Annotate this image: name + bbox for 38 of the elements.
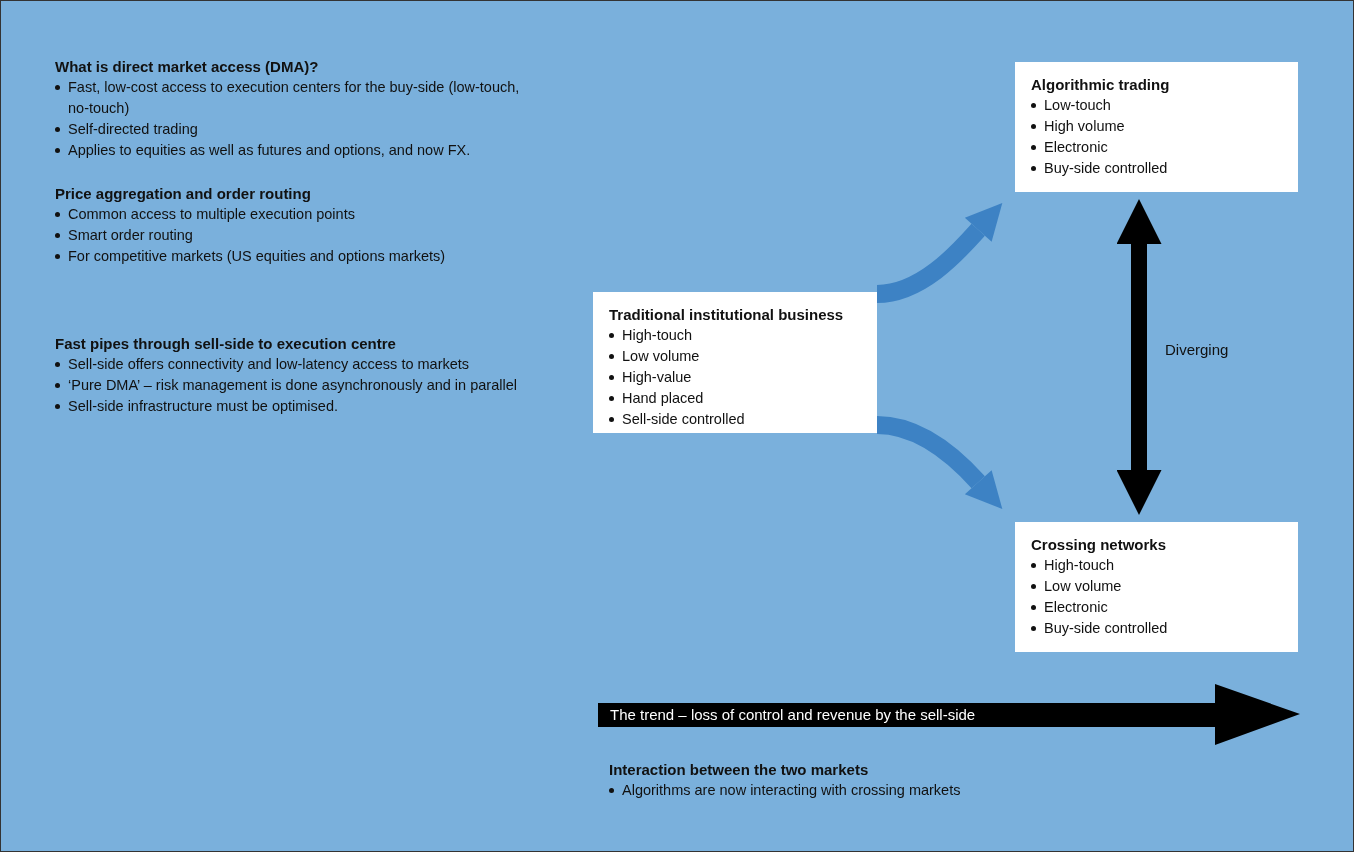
bullet-text: ‘Pure DMA’ – risk management is done asynchronously and in parallel	[68, 376, 517, 395]
bullet-text: Applies to equities as well as futures and options, and now FX.	[68, 141, 471, 160]
bullet-text: Hand placed	[622, 389, 704, 408]
bullet-text: Buy-side controlled	[1044, 159, 1168, 178]
bullet-text: Sell-side infrastructure must be optimised.	[68, 397, 338, 416]
arrow	[876, 416, 1003, 509]
bullet-text: Low-touch	[1044, 96, 1111, 115]
bullet-text: Common access to multiple execution points	[68, 205, 355, 224]
bullet-text: Smart order routing	[68, 226, 193, 245]
info-box	[1015, 62, 1298, 192]
bullet-text: High-touch	[1044, 556, 1115, 575]
bullet-text: Algorithms are now interacting with crossing markets	[622, 781, 961, 800]
box-heading: Crossing networks	[1031, 535, 1168, 555]
trend-arrow	[598, 684, 1300, 745]
bullet-text: Electronic	[1044, 138, 1108, 157]
info-box	[1015, 522, 1298, 652]
bullet-text: Sell-side offers connectivity and low-latency access to markets	[68, 355, 470, 374]
arrow	[1116, 199, 1162, 515]
bullet-text: High-touch	[622, 326, 693, 345]
bullet-text: High-value	[622, 368, 692, 387]
trend-text: The trend – loss of control and revenue by the sell-side	[610, 705, 976, 725]
bullet-text: Buy-side controlled	[1044, 619, 1168, 638]
arrow	[876, 202, 1003, 303]
box-heading: Traditional institutional business	[609, 305, 845, 325]
bullet-text: High volume	[1044, 117, 1125, 136]
info-box	[593, 292, 877, 433]
section-heading: Fast pipes through sell-side to execution centre	[55, 334, 397, 354]
section-heading: Price aggregation and order routing	[55, 184, 312, 204]
bullet-text: Low volume	[1044, 577, 1122, 596]
bullet-text: Electronic	[1044, 598, 1108, 617]
bullet-text: Self-directed trading	[68, 120, 198, 139]
box-heading: Algorithmic trading	[1031, 75, 1171, 95]
bullet-text: Sell-side controlled	[622, 410, 745, 429]
bullet-text: Fast, low-cost access to execution centers for the buy-side (low-touch, no-touch)	[68, 78, 521, 118]
section-heading: What is direct market access (DMA)?	[55, 57, 320, 77]
section-heading: Interaction between the two markets	[609, 760, 870, 780]
bullet-text: For competitive markets (US equities and options markets)	[68, 247, 446, 266]
bullet-text: Low volume	[622, 347, 700, 366]
